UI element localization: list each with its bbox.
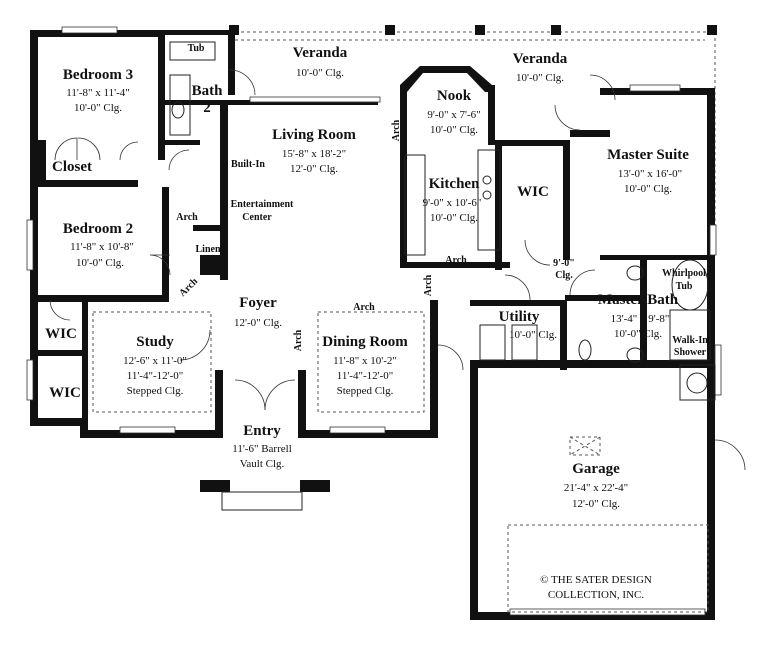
entry-size: 11'-6" Barrell	[232, 443, 292, 455]
copyright-line2: COLLECTION, INC.	[547, 589, 645, 601]
hall-ceiling: 9'-0"	[553, 258, 575, 269]
bedroom2-name: Bedroom 2	[62, 221, 134, 237]
entry-name: Entry	[243, 423, 281, 439]
arch-label-bedroom-hall: Arch	[176, 212, 198, 223]
interior-walls	[38, 100, 707, 430]
linen-label: Linen	[195, 244, 221, 255]
utility-name: Utility	[498, 309, 540, 325]
study-ceiling: 11'-4"-12'-0"	[126, 370, 184, 382]
whirlpool-tub-label: Tub	[675, 281, 693, 292]
exterior-walls	[30, 30, 715, 620]
kitchen-size: 9'-0" x 10'-6"	[422, 197, 482, 209]
study-size: 12'-6" x 11'-0"	[123, 355, 187, 367]
living-room-size: 15'-8" x 18'-2"	[281, 148, 347, 160]
dining-room-name: Dining Room	[322, 334, 408, 350]
dining-room-ceiling: 11'-4"-12'-0"	[336, 370, 394, 382]
kitchen-ceiling: 10'-0" Clg.	[429, 212, 479, 224]
bedroom2-ceiling: 10'-0" Clg.	[75, 257, 125, 269]
bedroom3-size: 11'-8" x 11'-4"	[66, 87, 130, 99]
garage-size: 21'-4" x 22'-4"	[563, 482, 629, 494]
wic1-name: WIC	[45, 326, 77, 342]
wic2-name: WIC	[49, 385, 81, 401]
walk-in-label: Walk-In	[672, 335, 708, 346]
arch-label-dining: Arch	[353, 302, 375, 313]
veranda-right-ceiling: 10'-0" Clg.	[515, 72, 565, 84]
built-in-label: Built-In	[231, 159, 265, 170]
arch-label-foyer: Arch	[293, 329, 305, 352]
master-bath-name: Master Bath	[597, 292, 679, 308]
arch-label-nook: Arch	[391, 119, 403, 142]
entry-ceiling: Vault Clg.	[239, 458, 285, 470]
bedroom3-name: Bedroom 3	[62, 67, 134, 83]
dining-room-ceiling2: Stepped Clg.	[336, 385, 394, 397]
fixtures	[169, 41, 716, 613]
bath2-number: 2	[203, 100, 211, 116]
shower-label: Shower	[673, 347, 707, 358]
bath2-name: Bath	[191, 83, 223, 99]
center-label: Center	[242, 212, 272, 223]
foyer-name: Foyer	[239, 295, 277, 311]
study-name: Study	[136, 334, 174, 350]
master-suite-size: 13'-0" x 16'-0"	[617, 168, 683, 180]
stepped-ceiling-outlines	[92, 311, 425, 413]
living-room-ceiling: 12'-0" Clg.	[289, 163, 339, 175]
veranda-right-name: Veranda	[512, 51, 568, 67]
veranda-left-name: Veranda	[292, 45, 348, 61]
foyer-ceiling: 12'-0" Clg.	[233, 317, 283, 329]
bedroom3-ceiling: 10'-0" Clg.	[73, 102, 123, 114]
arch-label-hall: Arch	[423, 274, 435, 297]
entertainment-label: Entertainment	[230, 199, 294, 210]
copyright-line1: © THE SATER DESIGN	[540, 574, 652, 586]
garage-ceiling: 12'-0" Clg.	[571, 498, 621, 510]
veranda-left-ceiling: 10'-0" Clg.	[295, 67, 345, 79]
tub-label: Tub	[187, 43, 205, 54]
master-bath-size: 13'-4" x 9'-8"	[610, 313, 670, 325]
garage-name: Garage	[572, 461, 620, 477]
arch-label-kitchen: Arch	[445, 255, 467, 266]
utility-ceiling: 10'-0" Clg.	[508, 329, 558, 341]
closet-name: Closet	[52, 159, 92, 175]
kitchen-name: Kitchen	[428, 176, 480, 192]
nook-size: 9'-0" x 7'-6"	[427, 109, 481, 121]
hall-ceiling2: Clg.	[555, 270, 573, 281]
master-suite-name: Master Suite	[607, 147, 689, 163]
door-swings	[49, 69, 746, 471]
whirlpool-label: Whirlpool	[662, 268, 706, 279]
dining-room-size: 11'-8" x 10'-2"	[333, 355, 397, 367]
living-room-name: Living Room	[272, 127, 356, 143]
master-bath-ceiling: 10'-0" Clg.	[613, 328, 663, 340]
nook-name: Nook	[436, 88, 472, 104]
bedroom2-size: 11'-8" x 10'-8"	[70, 241, 134, 253]
wic-master-name: WIC	[517, 184, 549, 200]
master-suite-ceiling: 10'-0" Clg.	[623, 183, 673, 195]
study-ceiling2: Stepped Clg.	[126, 385, 184, 397]
nook-ceiling: 10'-0" Clg.	[429, 124, 479, 136]
